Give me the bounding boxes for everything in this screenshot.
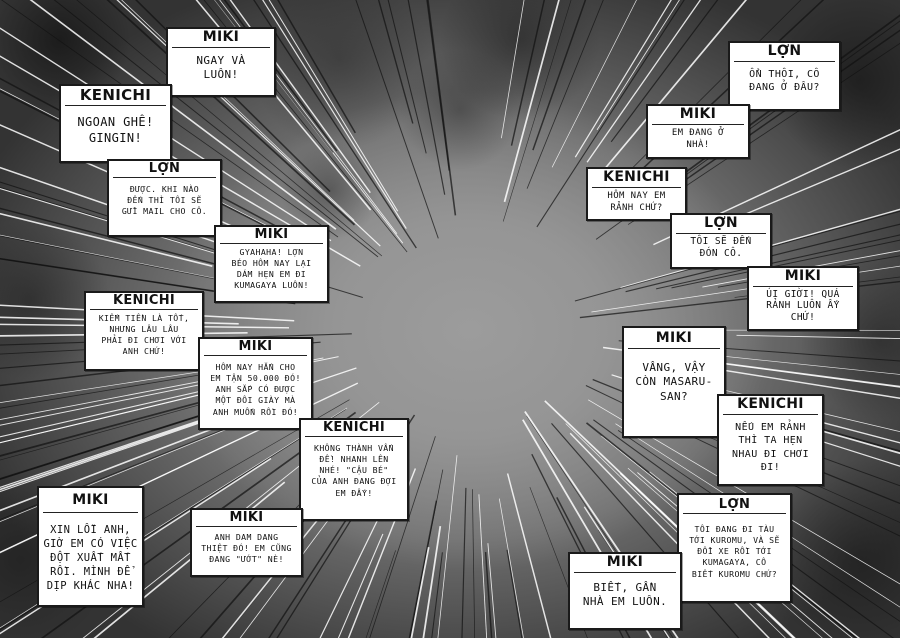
speaker-name: MIKI bbox=[574, 554, 676, 573]
dialogue-text: GYAHAHA! LỢN BÉO HÔM NAY LẠI DÁM HẸN EM … bbox=[231, 247, 312, 291]
dialogue-text: TÔI SẼ ĐẾN ĐÓN CÔ. bbox=[690, 235, 752, 260]
speech-box-lon-3: LỢN TÔI SẼ ĐẾN ĐÓN CÔ. bbox=[670, 213, 772, 269]
dialogue-text: EM ĐANG Ở NHÀ! bbox=[671, 127, 725, 150]
speaker-name: KENICHI bbox=[592, 169, 681, 188]
speech-box-kenichi-2: KENICHI KIẾM TIỀN LÀ TỐT, NHƯNG LÂU LÂU … bbox=[84, 291, 204, 371]
dialogue-text: NGAY VÀ LUÔN! bbox=[196, 53, 246, 82]
speaker-name: LỢN bbox=[734, 43, 835, 62]
speech-box-kenichi-5: KENICHI NẾU EM RẢNH THÌ TA HẸN NHAU ĐI C… bbox=[717, 394, 824, 486]
speaker-name: KENICHI bbox=[90, 293, 198, 311]
speech-box-lon-1: LỢN ĐƯỢC. KHI NÀO ĐẾN THÌ TÔI SẼ GỬI MAI… bbox=[107, 159, 222, 237]
speech-box-miki-1: MIKI NGAY VÀ LUÔN! bbox=[166, 27, 276, 97]
dialogue-text: ỔN THÔI, CÔ ĐANG Ở ĐÂU? bbox=[749, 68, 820, 94]
dialogue-text: XIN LỖI ANH, GIỜ EM CÓ VIỆC ĐỘT XUẤT MẤT… bbox=[43, 523, 138, 593]
dialogue-text: BIẾT, GẦN NHÀ EM LUÔN. bbox=[582, 580, 668, 609]
speech-box-lon-4: LỢN TÔI ĐANG ĐI TÀU TỚI KUROMU, VÀ SẼ ĐỔ… bbox=[677, 493, 792, 603]
speech-box-kenichi-3: KENICHI KHÔNG THÀNH VẤN ĐỀ! NHANH LÊN NH… bbox=[299, 418, 409, 521]
speaker-name: LỢN bbox=[683, 495, 786, 515]
dialogue-text: TÔI ĐANG ĐI TÀU TỚI KUROMU, VÀ SẼ ĐỔI XE… bbox=[689, 524, 780, 579]
dialogue-text: HÔM NAY EM RẢNH CHỨ? bbox=[607, 190, 666, 213]
dialogue-text: ÚI GIỜI! QUÁ RẢNH LUÔN ẤY CHỨ! bbox=[766, 288, 840, 324]
speech-box-miki-5: MIKI ANH DAM DANG THIỆT ĐÓ! EM CŨNG ĐANG… bbox=[190, 508, 303, 577]
speaker-name: MIKI bbox=[43, 488, 138, 513]
dialogue-text: ANH DAM DANG THIỆT ĐÓ! EM CŨNG ĐANG "ƯỚT… bbox=[201, 532, 292, 565]
speaker-name: KENICHI bbox=[65, 86, 166, 106]
speaker-name: MIKI bbox=[652, 106, 744, 125]
dialogue-text: KIẾM TIỀN LÀ TỐT, NHƯNG LÂU LÂU PHẢI ĐI … bbox=[98, 313, 190, 357]
speech-box-miki-4: MIKI XIN LỖI ANH, GIỜ EM CÓ VIỆC ĐỘT XUẤ… bbox=[37, 486, 144, 607]
speech-box-miki-2: MIKI GYAHAHA! LỢN BÉO HÔM NAY LẠI DÁM HẸ… bbox=[214, 225, 329, 303]
speech-box-miki-8: MIKI VÂNG, VẬY CÒN MASARU- SAN? bbox=[622, 326, 726, 438]
speech-box-kenichi-1: KENICHI NGOAN GHÊ! GINGIN! bbox=[59, 84, 172, 163]
dialogue-text: HÔM NAY HẮN CHO EM TẬN 50.000 ĐÓ! ANH SẮ… bbox=[210, 362, 301, 417]
speaker-name: LỢN bbox=[113, 161, 216, 179]
speech-box-miki-9: MIKI BIẾT, GẦN NHÀ EM LUÔN. bbox=[568, 552, 682, 630]
speaker-name: LỢN bbox=[676, 215, 766, 234]
dialogue-text: NGOAN GHÊ! GINGIN! bbox=[77, 114, 154, 145]
dialogue-text: ĐƯỢC. KHI NÀO ĐẾN THÌ TÔI SẼ GỬI MAIL CH… bbox=[121, 184, 208, 217]
speaker-name: MIKI bbox=[628, 328, 720, 349]
dialogue-text: VÂNG, VẬY CÒN MASARU- SAN? bbox=[635, 360, 713, 404]
speaker-name: MIKI bbox=[753, 268, 853, 287]
speaker-name: MIKI bbox=[204, 339, 307, 357]
speech-box-lon-2: LỢN ỔN THÔI, CÔ ĐANG Ở ĐÂU? bbox=[728, 41, 841, 111]
dialogue-text: KHÔNG THÀNH VẤN ĐỀ! NHANH LÊN NHÉ! "CẬU … bbox=[311, 443, 397, 498]
speaker-name: KENICHI bbox=[723, 396, 818, 415]
speaker-name: MIKI bbox=[196, 510, 297, 528]
speaker-name: KENICHI bbox=[305, 420, 403, 438]
speaker-name: MIKI bbox=[172, 29, 270, 48]
speaker-name: MIKI bbox=[220, 227, 323, 245]
speech-box-miki-6: MIKI EM ĐANG Ở NHÀ! bbox=[646, 104, 750, 159]
speech-box-kenichi-4: KENICHI HÔM NAY EM RẢNH CHỨ? bbox=[586, 167, 687, 221]
speech-box-miki-3: MIKI HÔM NAY HẮN CHO EM TẬN 50.000 ĐÓ! A… bbox=[198, 337, 313, 430]
dialogue-text: NẾU EM RẢNH THÌ TA HẸN NHAU ĐI CHƠI ĐI! bbox=[731, 421, 810, 474]
speech-box-miki-7: MIKI ÚI GIỜI! QUÁ RẢNH LUÔN ẤY CHỨ! bbox=[747, 266, 859, 331]
